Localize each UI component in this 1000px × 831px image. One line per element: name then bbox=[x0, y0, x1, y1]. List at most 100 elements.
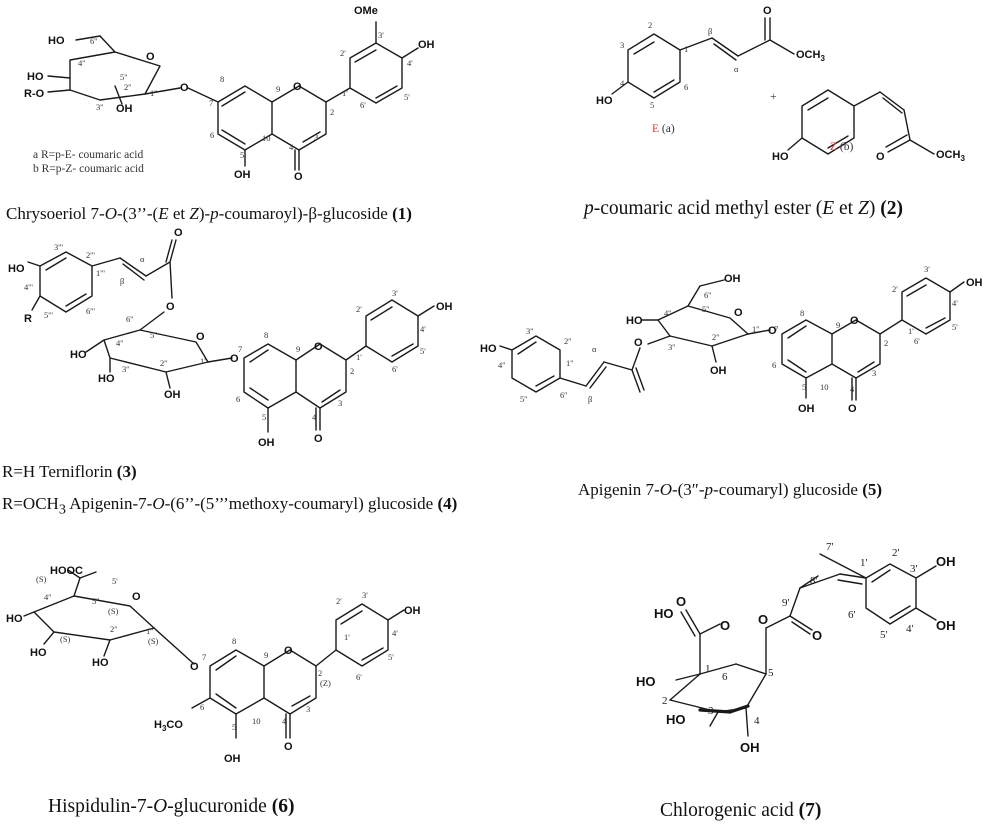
svg-text:β: β bbox=[120, 276, 124, 286]
svg-text:1': 1' bbox=[908, 326, 914, 336]
oh-5-label: OH bbox=[234, 169, 251, 181]
svg-text:O: O bbox=[284, 741, 293, 753]
svg-text:3': 3' bbox=[392, 288, 398, 298]
svg-text:1'': 1'' bbox=[150, 88, 158, 98]
svg-text:O: O bbox=[850, 315, 859, 327]
svg-text:1'': 1'' bbox=[200, 356, 208, 366]
svg-text:O: O bbox=[190, 661, 199, 673]
svg-text:O: O bbox=[763, 5, 772, 17]
svg-text:2': 2' bbox=[892, 547, 900, 559]
svg-text:2': 2' bbox=[892, 284, 898, 294]
svg-text:2': 2' bbox=[336, 596, 342, 606]
svg-text:O: O bbox=[634, 337, 643, 349]
svg-text:2'': 2'' bbox=[160, 358, 168, 368]
svg-text:1': 1' bbox=[342, 88, 348, 98]
svg-text:2: 2 bbox=[330, 107, 334, 117]
oh-5-c3-label: OH bbox=[258, 437, 275, 449]
ho-2-label: OH bbox=[116, 103, 133, 115]
svg-text:2'': 2'' bbox=[564, 336, 572, 346]
svg-text:4'': 4'' bbox=[116, 338, 124, 348]
caption-2: p-coumaric acid methyl ester (E et Z) (2… bbox=[584, 198, 903, 219]
svg-text:5'': 5'' bbox=[520, 394, 528, 404]
svg-text:2'': 2'' bbox=[712, 332, 720, 342]
svg-text:7: 7 bbox=[774, 324, 778, 334]
svg-text:10: 10 bbox=[820, 382, 829, 392]
glycoside-o-label: O bbox=[180, 82, 189, 94]
svg-text:6: 6 bbox=[772, 360, 776, 370]
svg-text:4': 4' bbox=[420, 324, 426, 334]
svg-text:8: 8 bbox=[232, 636, 236, 646]
svg-text:5: 5 bbox=[650, 100, 654, 110]
svg-text:4: 4 bbox=[850, 384, 855, 394]
svg-text:α: α bbox=[140, 254, 145, 264]
oh-4p-c3-label: OH bbox=[436, 301, 453, 313]
svg-text:1: 1 bbox=[684, 44, 688, 54]
ho-1-label: HO bbox=[636, 674, 656, 689]
caption-6: Hispidulin-7-O-glucuronide (6) bbox=[48, 796, 295, 817]
oh-2pp-label: OH bbox=[164, 389, 181, 401]
svg-text:β: β bbox=[588, 394, 592, 404]
svg-text:3': 3' bbox=[924, 264, 930, 274]
ho-3-c6-label: HO bbox=[30, 647, 47, 659]
ring-o-label: O bbox=[293, 81, 302, 93]
svg-text:4: 4 bbox=[282, 716, 287, 726]
caption-5: Apigenin 7-O-(3″-p-coumaryl) glucoside (… bbox=[578, 480, 883, 499]
svg-text:3': 3' bbox=[362, 590, 368, 600]
svg-text:9: 9 bbox=[276, 84, 280, 94]
oh-6pp-c5-label: OH bbox=[724, 273, 741, 285]
caption-3: R=H Terniflorin (3) bbox=[2, 462, 137, 481]
note-b: b R=p-Z- coumaric acid bbox=[33, 163, 144, 175]
svg-text:3''': 3''' bbox=[54, 242, 63, 252]
oh-4p-c5-label: OH bbox=[966, 277, 983, 289]
och3-z-label: OCH3 bbox=[936, 149, 965, 163]
sugar-o-label: O bbox=[146, 51, 155, 63]
svg-text:2: 2 bbox=[318, 668, 322, 678]
svg-text:(S): (S) bbox=[148, 636, 159, 646]
svg-text:5: 5 bbox=[240, 150, 244, 160]
svg-text:6'': 6'' bbox=[560, 390, 568, 400]
svg-text:5'': 5'' bbox=[702, 304, 710, 314]
svg-text:2: 2 bbox=[884, 338, 888, 348]
svg-text:1: 1 bbox=[705, 663, 711, 675]
svg-text:O: O bbox=[166, 301, 175, 313]
svg-text:9: 9 bbox=[296, 344, 300, 354]
oh-4p-c6-label: OH bbox=[404, 605, 421, 617]
svg-text:9: 9 bbox=[264, 650, 268, 660]
svg-text:O: O bbox=[812, 628, 822, 643]
svg-text:6: 6 bbox=[200, 702, 204, 712]
svg-text:O: O bbox=[734, 307, 743, 319]
ome-label: OMe bbox=[354, 5, 378, 17]
svg-text:1': 1' bbox=[860, 557, 868, 569]
svg-text:1''': 1''' bbox=[96, 268, 105, 278]
svg-text:10: 10 bbox=[252, 716, 261, 726]
svg-text:(Z): (Z) bbox=[320, 678, 331, 688]
svg-text:2'': 2'' bbox=[124, 82, 132, 92]
structure-2: O HO OCH3 23 45 61 βα E (a) + O HO OCH3 … bbox=[596, 5, 965, 163]
ho-4-label: HO bbox=[27, 71, 44, 83]
svg-text:3: 3 bbox=[306, 704, 310, 714]
svg-text:O: O bbox=[848, 403, 857, 415]
svg-text:3': 3' bbox=[910, 563, 918, 575]
z-label: Z (b) bbox=[830, 141, 853, 153]
ho-acid-label: HO bbox=[654, 606, 674, 621]
svg-text:1': 1' bbox=[356, 352, 362, 362]
carbonyl-o-label: O bbox=[294, 171, 303, 183]
oh-4-label: OH bbox=[740, 740, 760, 755]
svg-text:6: 6 bbox=[684, 82, 688, 92]
structure-3-4: O O HO R 3'''2''' 4'''5''' 6'''1''' βα O… bbox=[8, 227, 453, 449]
svg-text:10: 10 bbox=[262, 133, 271, 143]
svg-text:5': 5' bbox=[404, 92, 410, 102]
svg-text:2: 2 bbox=[648, 20, 652, 30]
ho-3pp-label: HO bbox=[98, 373, 115, 385]
svg-text:O: O bbox=[174, 227, 183, 239]
svg-text:2: 2 bbox=[350, 366, 354, 376]
svg-text:3: 3 bbox=[708, 705, 714, 717]
svg-text:4''': 4''' bbox=[24, 282, 33, 292]
plus-sign: + bbox=[770, 91, 777, 103]
oh-5-c5-label: OH bbox=[798, 403, 815, 415]
svg-text:3: 3 bbox=[872, 368, 876, 378]
ho-4-c6-label: HO bbox=[6, 613, 23, 625]
svg-text:6: 6 bbox=[722, 671, 728, 683]
svg-text:α: α bbox=[734, 64, 739, 74]
